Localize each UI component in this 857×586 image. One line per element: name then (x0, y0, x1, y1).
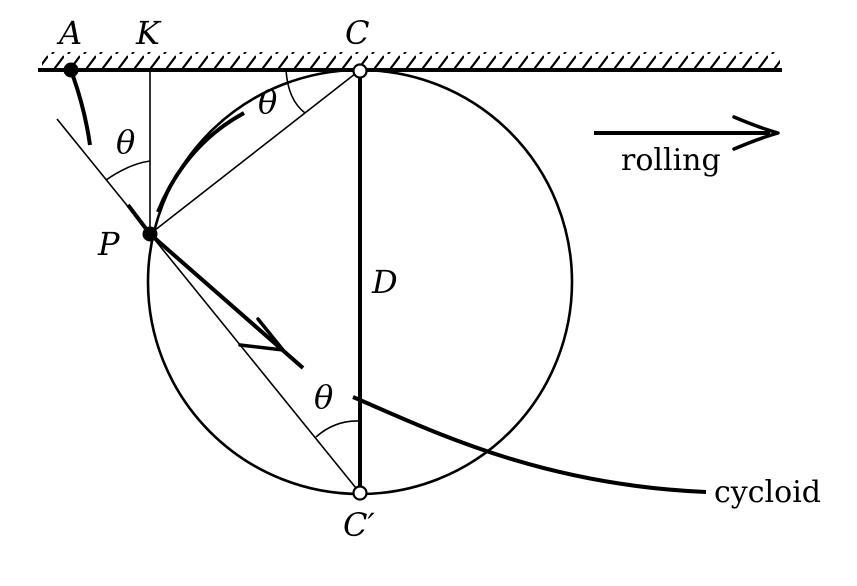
label-k: K (135, 14, 162, 52)
angle-arc-left (105, 160, 151, 181)
label-a: A (56, 14, 82, 52)
point-a (63, 62, 79, 78)
cycloid-arc-near-a (71, 75, 92, 146)
rolling-arrow-head (732, 115, 780, 151)
label-c-prime: C′ (343, 506, 375, 544)
tangent-line (56, 118, 361, 494)
point-c (352, 63, 368, 79)
label-theta-top: θ (258, 83, 277, 121)
label-theta-bottom: θ (314, 378, 333, 416)
label-c: C (345, 14, 369, 52)
velocity-arrow-head (238, 317, 285, 352)
label-rolling: rolling (621, 143, 721, 178)
angle-arc-bottom (315, 420, 361, 438)
label-d: D (371, 263, 398, 301)
ground (38, 52, 782, 72)
rolling-motion-arc (156, 111, 245, 213)
label-theta-left: θ (116, 123, 135, 161)
label-cycloid: cycloid (714, 475, 821, 510)
chord-p-c (149, 69, 361, 235)
point-c-prime (352, 485, 368, 501)
ground-hatching (42, 52, 780, 70)
point-p (142, 226, 158, 242)
label-p: P (97, 225, 120, 263)
cycloid-curve (352, 395, 707, 494)
angle-arc-top (285, 69, 306, 114)
